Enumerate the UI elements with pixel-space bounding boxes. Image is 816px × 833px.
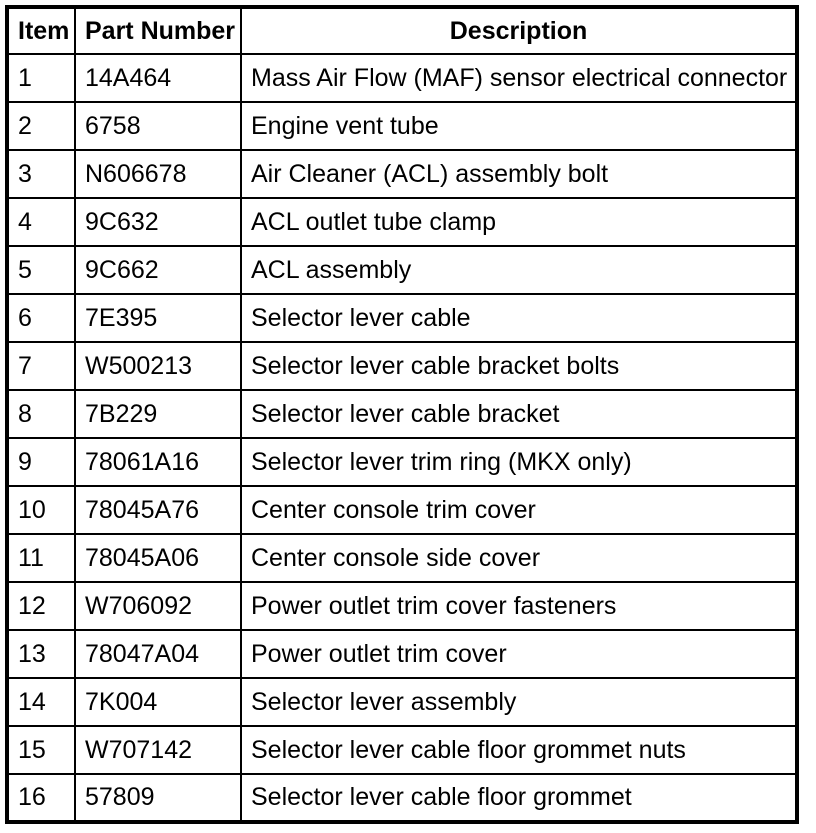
table-row: 13 78047A04 Power outlet trim cover [6, 629, 798, 679]
description-column-header: Description [240, 6, 798, 55]
part-number-cell: 7B229 [74, 389, 242, 439]
item-cell: 13 [6, 629, 76, 679]
table-row: 15 W707142 Selector lever cable floor gr… [6, 725, 798, 775]
item-cell: 2 [6, 101, 76, 151]
table-row: 8 7B229 Selector lever cable bracket [6, 389, 798, 439]
table-row: 12 W706092 Power outlet trim cover faste… [6, 581, 798, 631]
table-row: 4 9C632 ACL outlet tube clamp [6, 197, 798, 247]
item-cell: 15 [6, 725, 76, 775]
description-cell: Selector lever cable floor grommet [240, 773, 798, 823]
table-row: 16 57809 Selector lever cable floor grom… [6, 773, 798, 823]
item-cell: 5 [6, 245, 76, 295]
table-row: 7 W500213 Selector lever cable bracket b… [6, 341, 798, 391]
part-number-cell: 7K004 [74, 677, 242, 727]
description-cell: Air Cleaner (ACL) assembly bolt [240, 149, 798, 199]
part-number-cell: W706092 [74, 581, 242, 631]
part-number-cell: 14A464 [74, 53, 242, 103]
part-number-cell: W500213 [74, 341, 242, 391]
item-cell: 4 [6, 197, 76, 247]
item-cell: 3 [6, 149, 76, 199]
part-number-column-header: Part Number [74, 6, 242, 55]
description-cell: Selector lever assembly [240, 677, 798, 727]
description-cell: Power outlet trim cover [240, 629, 798, 679]
part-number-cell: 78047A04 [74, 629, 242, 679]
table-row: 6 7E395 Selector lever cable [6, 293, 798, 343]
description-cell: Selector lever cable bracket bolts [240, 341, 798, 391]
item-cell: 12 [6, 581, 76, 631]
description-cell: Selector lever cable [240, 293, 798, 343]
part-number-cell: 57809 [74, 773, 242, 823]
description-cell: Center console side cover [240, 533, 798, 583]
table-row: 11 78045A06 Center console side cover [6, 533, 798, 583]
table-row: 3 N606678 Air Cleaner (ACL) assembly bol… [6, 149, 798, 199]
part-number-cell: 78045A06 [74, 533, 242, 583]
description-cell: Engine vent tube [240, 101, 798, 151]
description-cell: Selector lever cable floor grommet nuts [240, 725, 798, 775]
part-number-cell: 9C632 [74, 197, 242, 247]
item-column-header: Item [6, 6, 76, 55]
item-cell: 7 [6, 341, 76, 391]
part-number-cell: 7E395 [74, 293, 242, 343]
description-cell: ACL outlet tube clamp [240, 197, 798, 247]
item-cell: 8 [6, 389, 76, 439]
description-cell: ACL assembly [240, 245, 798, 295]
description-cell: Mass Air Flow (MAF) sensor electrical co… [240, 53, 798, 103]
part-number-cell: 9C662 [74, 245, 242, 295]
parts-table: Item Part Number Description 1 14A464 Ma… [5, 5, 799, 824]
item-cell: 14 [6, 677, 76, 727]
item-cell: 6 [6, 293, 76, 343]
table-row: 10 78045A76 Center console trim cover [6, 485, 798, 535]
description-cell: Center console trim cover [240, 485, 798, 535]
description-cell: Selector lever trim ring (MKX only) [240, 437, 798, 487]
table-row: 9 78061A16 Selector lever trim ring (MKX… [6, 437, 798, 487]
part-number-cell: 78061A16 [74, 437, 242, 487]
part-number-cell: N606678 [74, 149, 242, 199]
parts-table-header: Item Part Number Description [6, 6, 798, 55]
item-cell: 16 [6, 773, 76, 823]
header-row: Item Part Number Description [6, 6, 798, 55]
part-number-cell: 6758 [74, 101, 242, 151]
item-cell: 1 [6, 53, 76, 103]
item-cell: 9 [6, 437, 76, 487]
table-row: 5 9C662 ACL assembly [6, 245, 798, 295]
parts-table-body: 1 14A464 Mass Air Flow (MAF) sensor elec… [6, 53, 798, 823]
item-cell: 11 [6, 533, 76, 583]
table-row: 14 7K004 Selector lever assembly [6, 677, 798, 727]
part-number-cell: 78045A76 [74, 485, 242, 535]
description-cell: Selector lever cable bracket [240, 389, 798, 439]
description-cell: Power outlet trim cover fasteners [240, 581, 798, 631]
part-number-cell: W707142 [74, 725, 242, 775]
item-cell: 10 [6, 485, 76, 535]
table-row: 1 14A464 Mass Air Flow (MAF) sensor elec… [6, 53, 798, 103]
table-row: 2 6758 Engine vent tube [6, 101, 798, 151]
